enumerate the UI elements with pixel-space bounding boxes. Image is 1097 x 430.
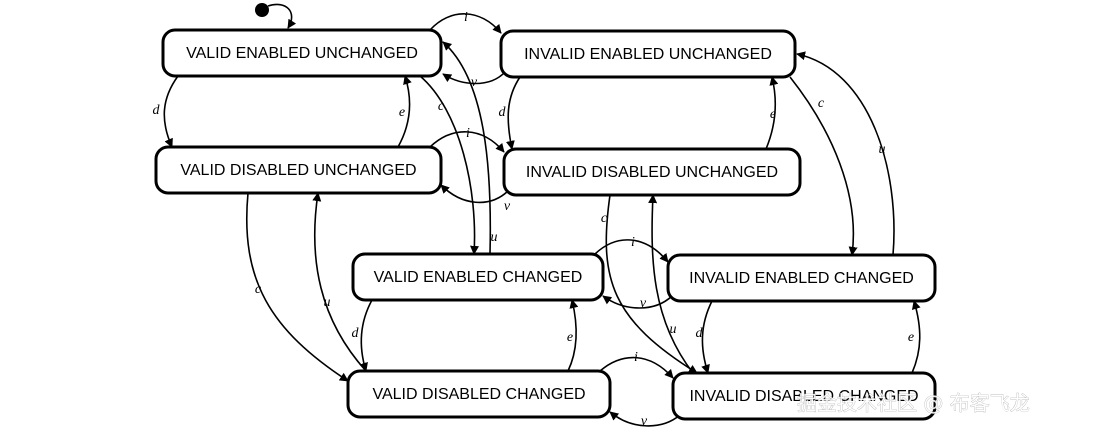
state-label-vdu: VALID DISABLED UNCHANGED [180,162,416,179]
transition-label-vdu-veu: e [399,105,405,120]
transition-edge-idu-ieu [765,76,779,150]
transition-label-vec-veu: u [491,230,498,245]
transition-label-idc-idu: u [670,322,677,337]
transition-label-iec-ieu: u [879,142,886,157]
transition-edge-vdc-vec [567,299,579,372]
transition-label-vdc-vec: e [567,330,573,345]
transition-label-veu-ieu: i [464,10,468,25]
transition-edge-veu-vec [419,75,479,255]
transition-edge-iec-ieu [796,51,895,256]
state-veu: VALID ENABLED UNCHANGED [161,28,443,78]
state-label-vdc: VALID DISABLED CHANGED [372,386,585,403]
transition-edge-ieu-veu [442,71,506,85]
transition-label-vdc-vdu: u [324,295,331,310]
state-vdc: VALID DISABLED CHANGED [346,369,612,419]
state-box-veu [161,28,443,78]
transition-label-ieu-veu: v [471,75,478,90]
state-ieu: INVALID ENABLED UNCHANGED [499,29,797,79]
transition-edges [163,3,921,427]
transition-label-iec-idc: d [696,326,704,341]
transition-label-veu-vec: c [438,99,445,114]
state-label-vec: VALID ENABLED CHANGED [374,269,583,286]
transition-edge-ieu-iec [789,76,858,256]
state-box-vdc [346,369,612,419]
transition-edge-ieu-idu [505,76,521,150]
state-iec: INVALID ENABLED CHANGED [666,253,937,303]
state-vdu: VALID DISABLED UNCHANGED [154,145,443,195]
transition-edge-veu-vdu [163,75,179,148]
initial-state-dot [255,3,269,17]
state-label-veu: VALID ENABLED UNCHANGED [186,45,418,62]
watermark-text: 掘金技术社区 @ 布客飞龙 [797,391,1030,415]
transition-label-idu-ieu: e [770,107,776,122]
transition-label-vec-vdc: d [352,326,360,341]
transition-edge-idu-idc [605,194,698,374]
transition-label-vdu-vdc: c [255,282,262,297]
state-box-ieu [499,29,797,79]
state-box-idu [502,147,802,197]
transition-edge-veu-ieu [429,13,502,34]
transition-label-veu-vdu: d [153,103,161,118]
transition-label-iec-vec: v [640,296,647,311]
state-box-iec [666,253,937,303]
transition-edge-vdc-idc [599,356,674,379]
state-box-vdu [154,145,443,195]
transition-edge-vdu-idu [429,131,505,153]
state-box-idc [671,371,937,421]
state-label-ieu: INVALID ENABLED UNCHANGED [524,46,772,63]
transition-edge-iec-vec [602,295,673,309]
transition-edge-vdc-vdu [312,192,367,372]
transition-edge-vec-iec [594,239,669,263]
transition-edge-vdu-vdc [246,192,349,382]
transition-edge-idc-iec [911,300,921,374]
transition-label-idc-vdc: v [641,414,648,429]
transition-edge-idc-vdc [609,411,681,427]
transition-label-idu-idc: c [601,211,608,226]
transition-edge-vec-vdc [359,299,373,372]
transition-edge-idu-vdu [440,184,509,204]
transition-labels: i v d e c u d e c u i v c u c u i v d e d e i v [153,10,915,429]
state-label-iec: INVALID ENABLED CHANGED [689,270,914,287]
state-label-idc: INVALID DISABLED CHANGED [689,388,918,405]
state-label-idu: INVALID DISABLED UNCHANGED [526,164,778,181]
initial-transition-edge-veu [267,3,297,29]
transition-edge-iec-idc [701,300,713,374]
transition-label-vdc-idc: i [634,350,638,365]
transition-label-vdu-idu: i [466,126,470,141]
state-nodes: VALID ENABLED UNCHANGED INVALID ENABLED U… [154,28,937,421]
transition-edge-idc-idu [648,194,694,374]
transition-label-idu-vdu: v [504,199,511,214]
transition-label-ieu-iec: c [818,96,825,111]
transition-edge-vdu-veu [397,75,412,148]
transition-label-idc-iec: e [908,330,914,345]
state-idc: INVALID DISABLED CHANGED [671,371,937,421]
transition-label-vec-iec: i [631,235,635,250]
transition-label-ieu-idu: d [499,105,507,120]
state-vec: VALID ENABLED CHANGED [351,252,605,302]
state-idu: INVALID DISABLED UNCHANGED [502,147,802,197]
state-box-vec [351,252,605,302]
transition-edge-vec-veu [442,41,492,255]
